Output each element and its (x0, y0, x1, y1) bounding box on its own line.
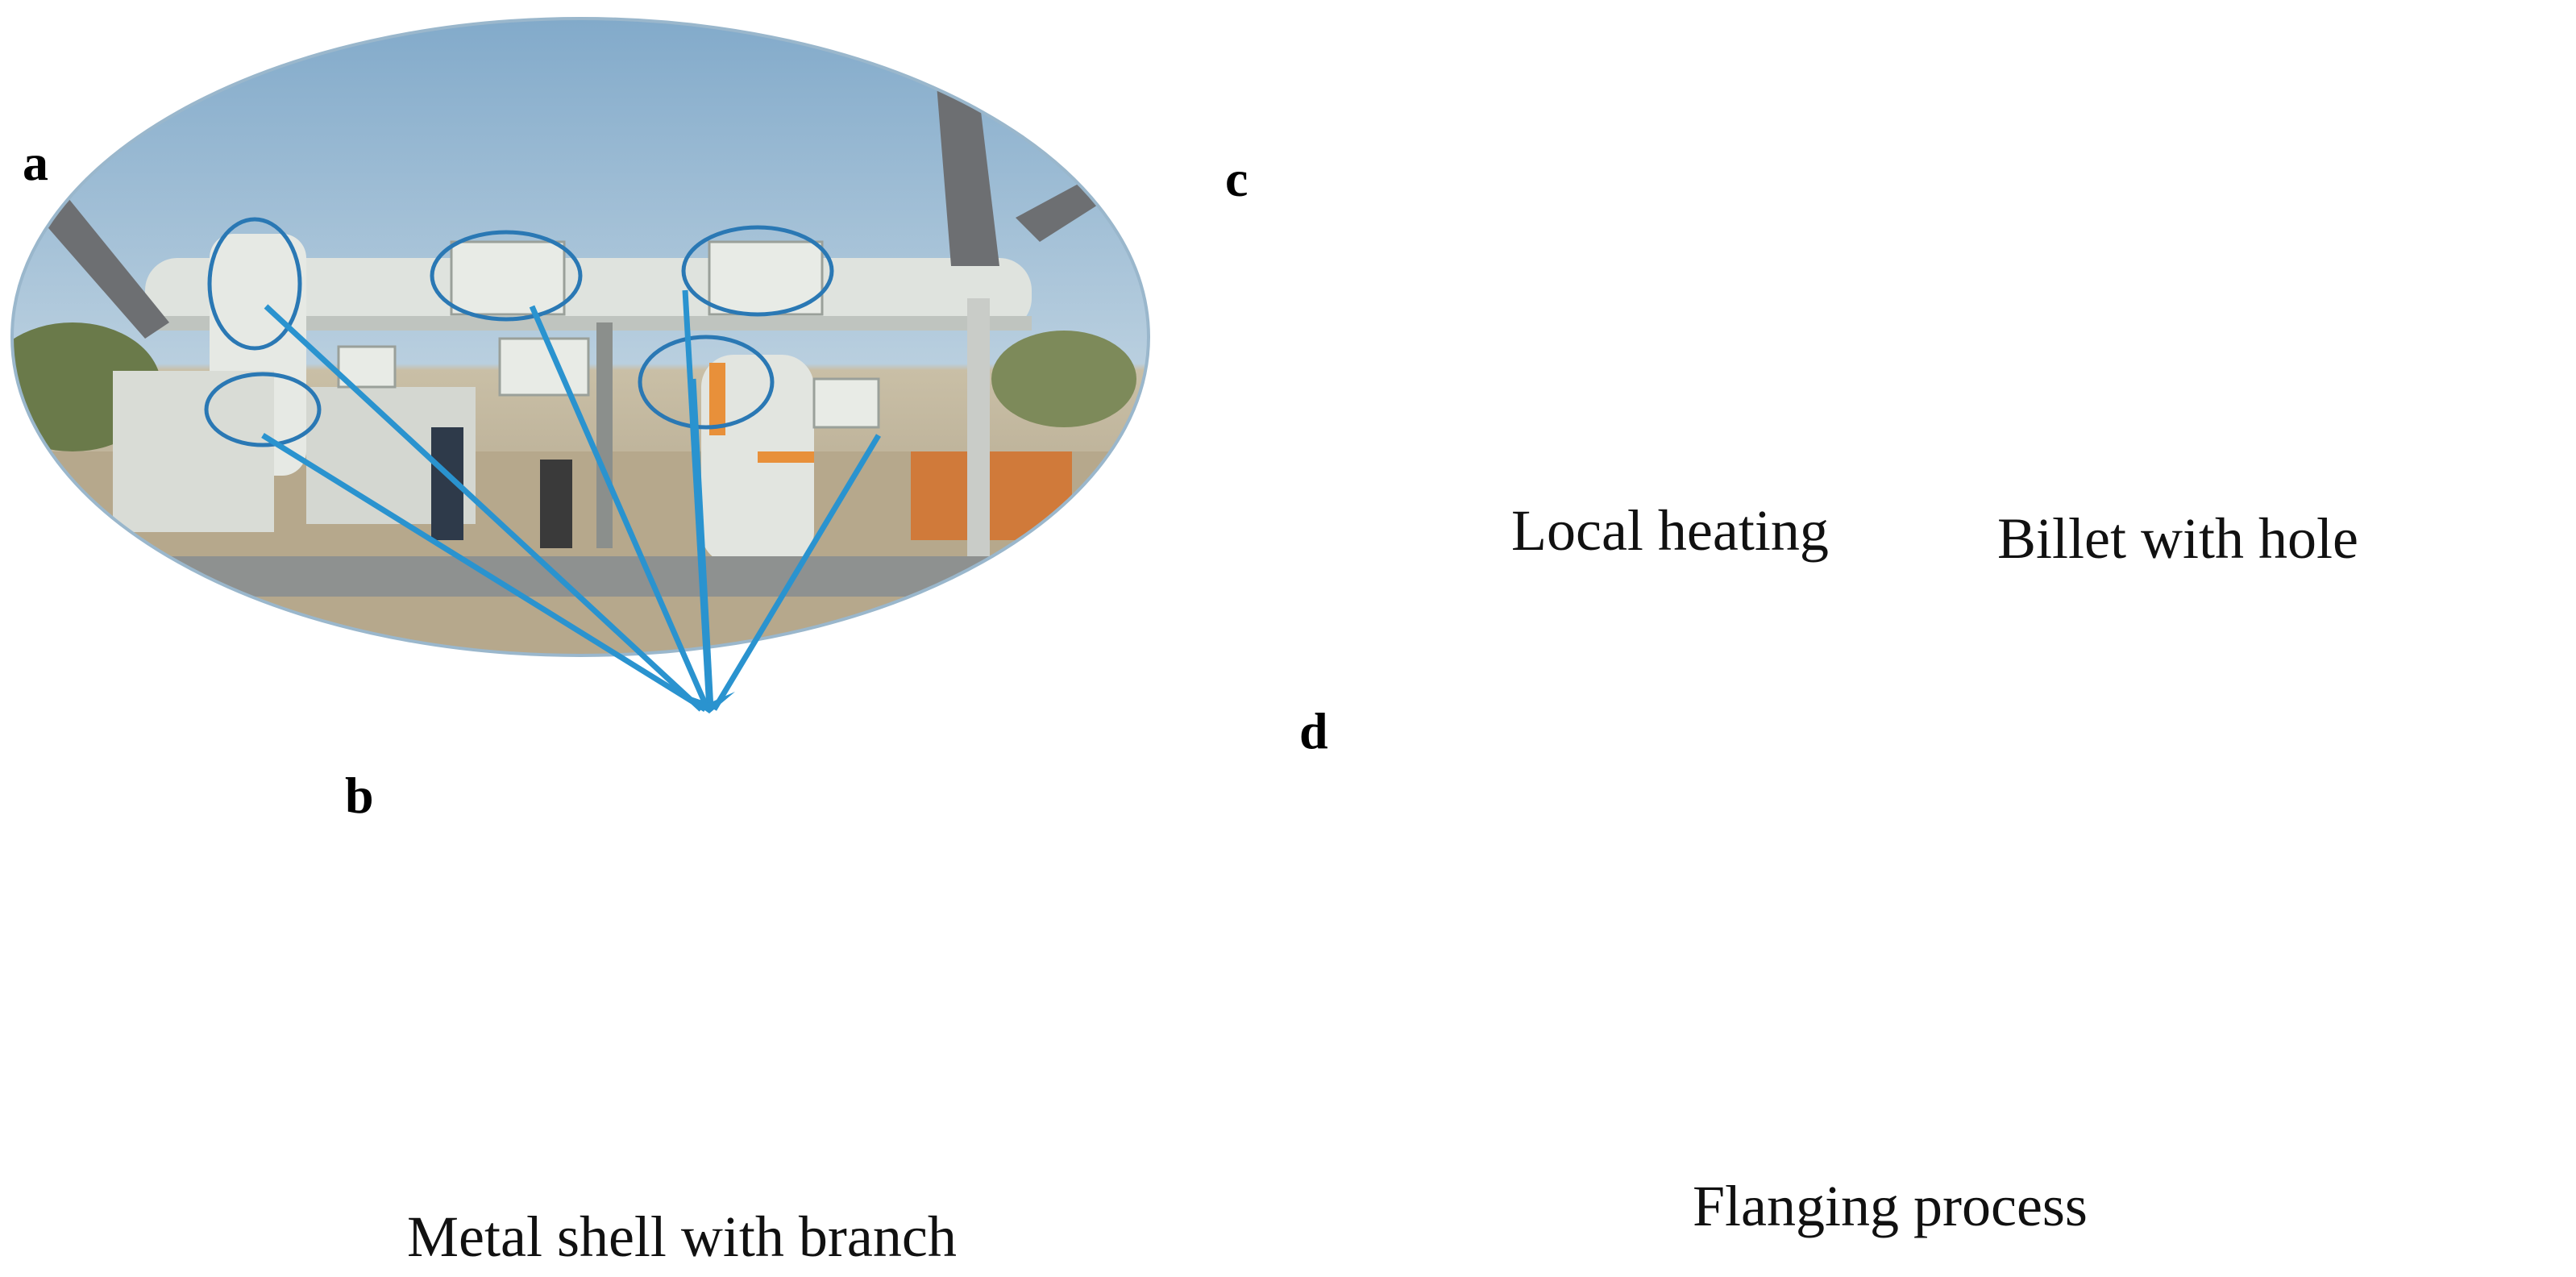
panel-label-c: c (1225, 150, 1249, 207)
caption-metal-shell-with-branch: Metal shell with branch (407, 1204, 957, 1269)
converge-arrowhead (681, 692, 735, 713)
caption-flanging-process: Flanging process (1693, 1174, 2088, 1238)
panel-a-photo (10, 17, 1150, 713)
panel-label-b: b (345, 767, 374, 824)
panel-label-d: d (1299, 702, 1328, 759)
caption-local-heating: Local heating (1511, 498, 1829, 563)
panel-label-a: a (23, 134, 48, 191)
converging-lines (261, 289, 882, 712)
caption-billet-with-hole: Billet with hole (1997, 506, 2358, 571)
component-highlight-rings (204, 217, 834, 447)
